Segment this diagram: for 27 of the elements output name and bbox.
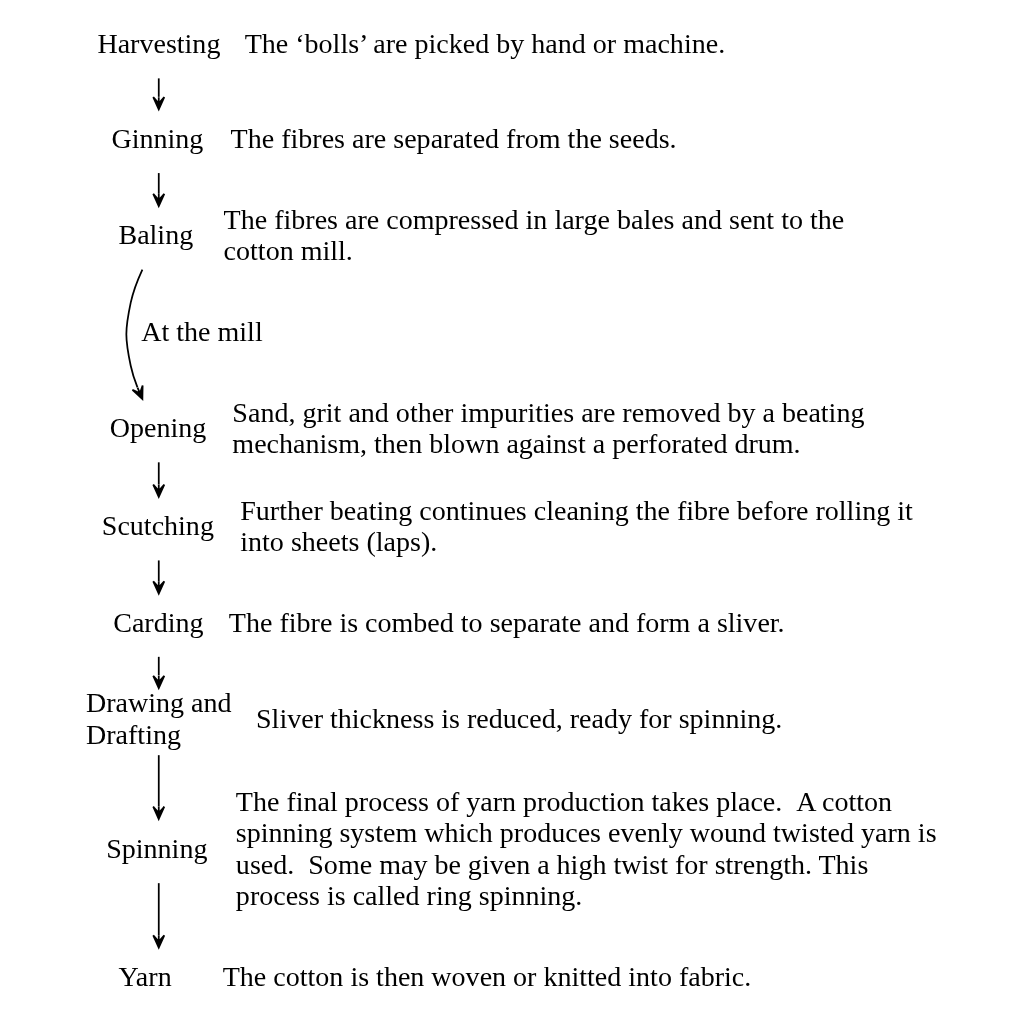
node-text: Opening: [109, 412, 207, 444]
node-label: Sliver thickness is reduced, ready for spinning.: [256, 703, 783, 735]
node-text: Harvesting: [97, 28, 221, 60]
node-text: Yarn: [118, 960, 172, 992]
arrow: [152, 754, 166, 820]
node-text: Baling: [118, 219, 194, 251]
node-label: The ‘bolls’ are picked by hand or machine.: [244, 28, 726, 60]
node-label: The fibres are compressed in large bales and sent to the cotton mill.: [223, 203, 845, 267]
arrow: [152, 655, 166, 689]
node-label: The cotton is then woven or knitted into fabric.: [222, 960, 752, 992]
node-label: The fibre is combed to separate and form a sliver.: [228, 606, 785, 638]
arrow: [152, 559, 166, 595]
arrow: [152, 172, 166, 208]
node-text: Scutching: [101, 510, 214, 542]
label: At the mill: [141, 315, 263, 347]
node-label: Sand, grit and other impurities are removed by a beating mechanism, then blown against a perforated drum.: [232, 396, 865, 460]
node-text: Drawing and Drafting: [86, 687, 232, 751]
node-label: Further beating continues cleaning the fibre before rolling it into sheets (laps).: [240, 494, 913, 558]
node-text: Spinning: [106, 832, 208, 864]
arrow: [125, 268, 144, 400]
node-label: The fibres are separated from the seeds.: [230, 123, 677, 155]
node-label: The final process of yarn production takes place. A cotton spinning system which produces evenly wound twisted yarn is used. Some may be given a high twist for strength. This process is called ring spinning.: [235, 785, 937, 912]
arrow: [152, 77, 166, 111]
node-text: Carding: [113, 606, 204, 638]
arrow: [152, 882, 166, 949]
arrow: [152, 461, 166, 498]
node-text: Ginning: [111, 123, 204, 155]
